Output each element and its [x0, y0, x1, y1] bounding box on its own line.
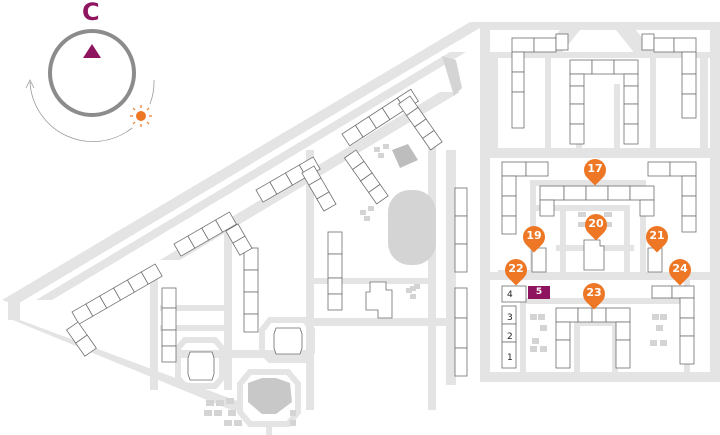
stepped-plaza	[442, 56, 462, 96]
house-marker-19[interactable]: 19	[518, 221, 550, 256]
sports-court	[392, 144, 418, 168]
kindergarten-building	[248, 378, 292, 414]
playground-clusters	[204, 144, 667, 426]
house-marker-22[interactable]: 22	[500, 254, 532, 289]
sun-icon	[130, 105, 152, 127]
compass	[25, 29, 155, 142]
residential-buildings	[65, 33, 697, 381]
north-arrow-icon	[83, 44, 101, 58]
section-label-2[interactable]: 2	[507, 332, 513, 342]
section-label-3[interactable]: 3	[507, 313, 513, 323]
house-marker-24[interactable]: 24	[664, 254, 696, 289]
section-4-building	[501, 285, 527, 303]
section-label-4[interactable]: 4	[507, 290, 513, 300]
arrowhead-icon	[25, 79, 35, 89]
roads	[2, 22, 720, 435]
house-marker-23[interactable]: 23	[578, 278, 610, 313]
compass-north-label: С	[82, 0, 100, 26]
stadium	[388, 190, 436, 265]
house-marker-20[interactable]: 20	[580, 209, 612, 244]
section-5-selected[interactable]: 5	[528, 286, 550, 299]
facilities	[204, 56, 667, 426]
section-label-1[interactable]: 1	[507, 353, 513, 363]
compass-ring	[48, 29, 136, 117]
house-marker-17[interactable]: 17	[579, 154, 611, 189]
sun-path-arc	[29, 81, 133, 142]
house-marker-21[interactable]: 21	[641, 221, 673, 256]
